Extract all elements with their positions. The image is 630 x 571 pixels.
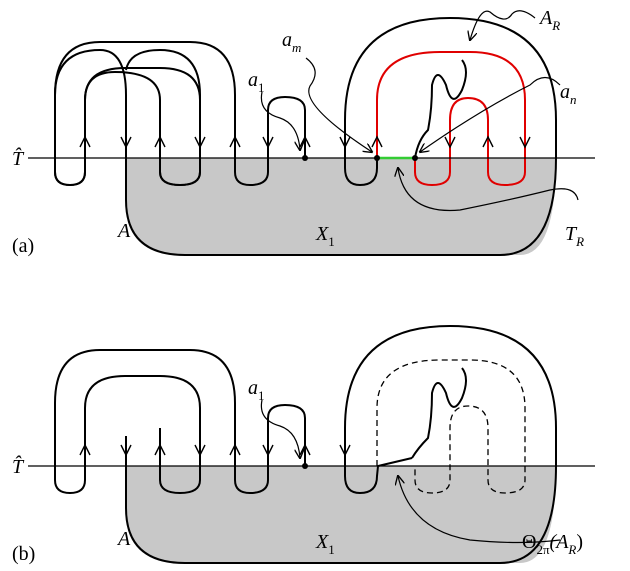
- label-am: am: [282, 29, 301, 55]
- point-a1: [302, 155, 308, 161]
- t-hat-label: T̂: [12, 147, 25, 170]
- curve-bottom-mid-b: [159, 428, 201, 495]
- leader-a1-b: [260, 399, 300, 458]
- curve-inner-arch: [126, 90, 160, 160]
- curve-inner: [84, 67, 201, 172]
- small-arch-b: [267, 403, 306, 466]
- label-ar: AR: [538, 7, 560, 33]
- shaded-region-x1: [126, 158, 556, 255]
- leader-theta: [398, 476, 561, 544]
- curve-bottom-mid: [159, 120, 201, 187]
- leader-tr: [398, 168, 579, 212]
- label-theta: Θ2π(AR): [522, 531, 583, 557]
- point-a1-b: [302, 463, 308, 469]
- leader-am: [305, 57, 372, 152]
- shaded-region-x1-b: [126, 466, 556, 563]
- t-hat-label-b: T̂: [12, 455, 25, 478]
- panel-a: (a) T̂ A X1 a1 am an AR TR: [12, 7, 595, 257]
- dashed-loop: [376, 359, 526, 494]
- orientation-arrows-b: [79, 443, 351, 457]
- loop-mid-right: [344, 158, 378, 187]
- point-am: [374, 155, 380, 161]
- panel-label-b: (b): [12, 543, 35, 565]
- label-x1-b: X1: [315, 531, 335, 557]
- panel-b: (b) T̂ A X1 a1 Θ2π(AR): [12, 324, 595, 565]
- label-x1: X1: [315, 223, 335, 249]
- curve-bottom-left: [54, 171, 86, 187]
- region-a-boundary: [125, 16, 557, 256]
- label-a1: a1: [248, 69, 265, 95]
- curve-inner-b: [84, 375, 201, 480]
- wiggle-curve: [414, 59, 467, 159]
- wiggle-curve-b: [411, 367, 467, 459]
- small-arch: [267, 95, 306, 158]
- label-an: an: [560, 81, 577, 107]
- leader-an: [420, 76, 561, 153]
- panel-label-a: (a): [12, 235, 34, 257]
- curve-bottom-left-b: [54, 479, 86, 495]
- curve-outer: [54, 41, 269, 187]
- point-an: [412, 155, 418, 161]
- orientation-arrows: [79, 135, 531, 149]
- loop-mid-right-b: [344, 457, 413, 495]
- label-a1-b: a1: [248, 377, 265, 403]
- curve-outer-b: [54, 349, 269, 495]
- label-a-b: A: [116, 528, 131, 550]
- leader-ar: [470, 10, 536, 40]
- leader-a1: [260, 91, 300, 150]
- region-boundary-b: [125, 324, 557, 564]
- red-loop: [376, 51, 526, 187]
- outer-loop-left: [54, 48, 201, 187]
- label-a: A: [116, 220, 131, 242]
- label-tr: TR: [565, 223, 584, 249]
